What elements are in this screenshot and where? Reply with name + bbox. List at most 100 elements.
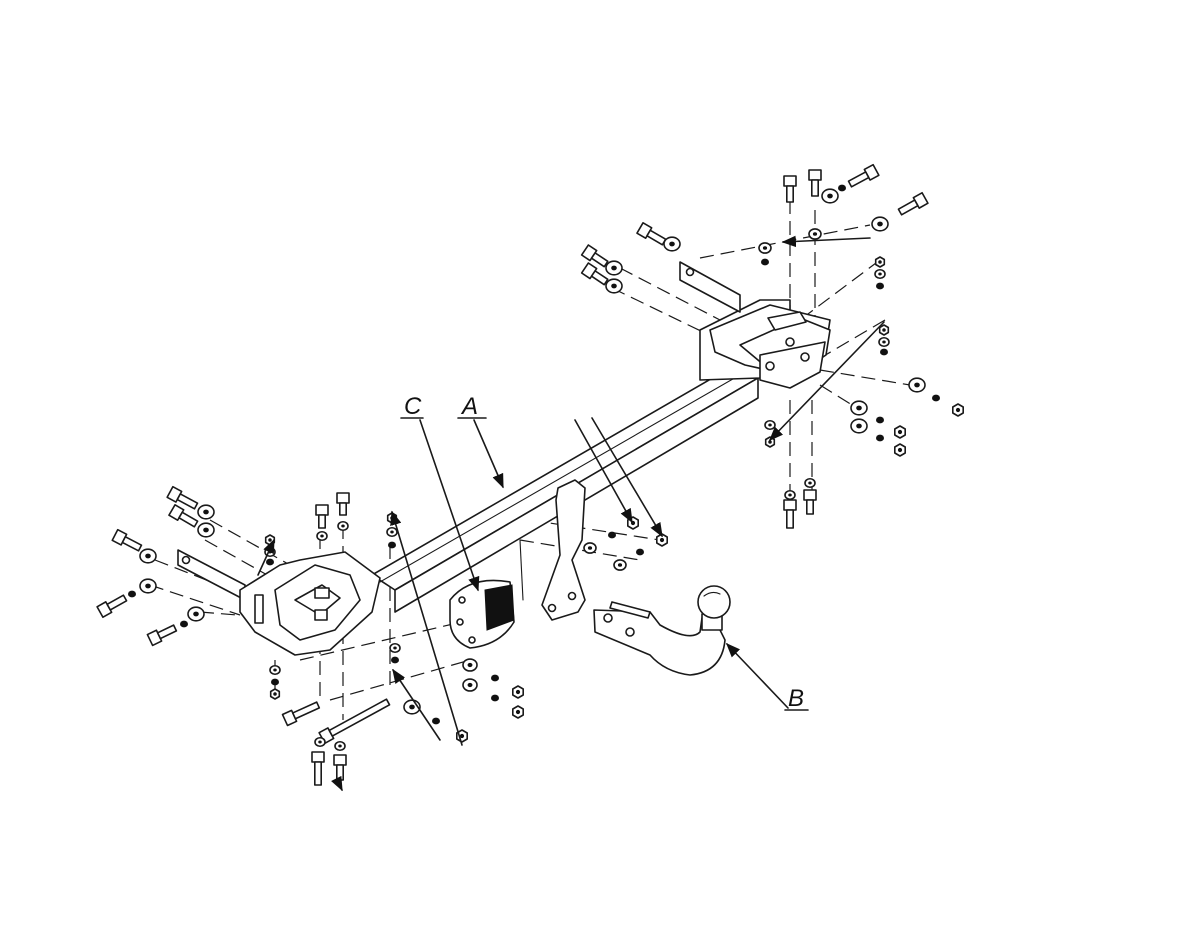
lock-washer: [876, 434, 884, 442]
washer-hole: [341, 524, 345, 528]
washer-hole: [203, 509, 209, 515]
bolt-head: [783, 175, 797, 187]
bolt-head: [336, 492, 350, 504]
callout-c-label: C: [404, 393, 422, 420]
bolt-shank: [176, 493, 199, 510]
bolt-shank: [590, 270, 609, 286]
nut-hole: [882, 328, 886, 332]
lock-washer: [491, 674, 499, 682]
bolt-shank: [590, 252, 609, 268]
nut-hole: [897, 447, 903, 453]
bolt-shank: [317, 514, 327, 529]
nut-hole: [659, 537, 665, 543]
washer-hole: [762, 246, 768, 250]
lock-washer: [876, 416, 884, 424]
washer-hole: [878, 272, 882, 276]
assembly-guide-lines: [149, 200, 911, 720]
drop-plate: [519, 479, 586, 621]
bolt-head: [580, 244, 598, 262]
washer-hole: [788, 493, 792, 497]
right-mounting-bracket: [679, 261, 831, 389]
nut-hole: [955, 407, 961, 413]
washer-hole: [669, 241, 675, 247]
bolt-shank: [785, 509, 795, 529]
washer-hole: [812, 232, 818, 236]
bolt-head: [315, 504, 329, 516]
washer-hole: [914, 382, 920, 388]
lock-washer: [388, 541, 396, 549]
washer-hole: [587, 546, 593, 550]
washer-hole: [617, 563, 623, 567]
bolt-shank: [106, 594, 128, 611]
bolt-shank: [328, 698, 391, 737]
bolt-head: [803, 489, 817, 501]
washer-hole: [467, 682, 473, 688]
lock-washer: [180, 620, 188, 628]
bolt-shank: [805, 499, 815, 515]
washer-hole: [145, 553, 151, 559]
washer-hole: [882, 340, 886, 344]
bolt-head: [783, 499, 797, 511]
bolt-shank: [335, 764, 345, 781]
bolt-shank: [338, 502, 348, 516]
bolt-shank: [897, 199, 919, 216]
nut-hole: [878, 260, 882, 264]
lock-washer: [636, 548, 644, 556]
left-mounting-bracket: [177, 549, 381, 656]
bolt-head: [912, 191, 929, 209]
washer-hole: [467, 662, 473, 668]
fasteners: [96, 163, 965, 786]
washer-hole: [338, 744, 342, 748]
lock-washer: [432, 717, 440, 725]
bolt-head: [580, 262, 598, 280]
washer-hole: [393, 646, 397, 650]
nut-hole: [459, 733, 465, 739]
washer-hole: [877, 221, 883, 227]
lock-washer: [128, 590, 136, 598]
callout-leaders: [257, 235, 885, 792]
bolt-head: [808, 169, 822, 181]
washer-hole: [808, 481, 812, 485]
callout-a-label: A: [460, 393, 478, 420]
washer-hole: [390, 530, 394, 534]
nut-hole: [273, 692, 277, 696]
callout-b-label: B: [788, 685, 804, 712]
bolt-shank: [291, 701, 321, 720]
washer-hole: [320, 534, 324, 538]
lock-washer: [876, 282, 884, 290]
washer-hole: [318, 740, 322, 744]
callout-labels: A B C: [404, 393, 804, 712]
bolt-shank: [313, 761, 323, 786]
nut-hole: [768, 440, 772, 444]
lock-washer: [266, 558, 274, 566]
nut-hole: [515, 689, 521, 695]
bolt-shank: [646, 229, 667, 246]
washer-hole: [856, 423, 862, 429]
bolt-head: [863, 163, 880, 181]
bolt-head: [333, 754, 347, 766]
washer-hole: [203, 527, 209, 533]
bolt-head: [166, 485, 183, 503]
washer-hole: [856, 405, 862, 411]
tow-ball-assembly: [593, 585, 731, 676]
washer-hole: [193, 611, 199, 617]
socket-plate: [449, 579, 515, 649]
bolt-shank: [156, 624, 178, 640]
lock-washer: [491, 694, 499, 702]
bolt-shank: [810, 179, 820, 197]
bolt-head: [636, 222, 653, 240]
nut-hole: [268, 538, 272, 542]
nut-hole: [515, 709, 521, 715]
bolt-shank: [178, 511, 199, 528]
bolt-head: [168, 504, 185, 522]
washer-hole: [273, 668, 277, 672]
bolt-shank: [785, 185, 795, 203]
lock-washer: [608, 531, 616, 539]
washer-hole: [145, 583, 151, 589]
bolt-shank: [121, 535, 143, 552]
lock-washer: [761, 258, 769, 266]
bolt-head: [311, 751, 325, 763]
nut-hole: [897, 429, 903, 435]
lock-washer: [838, 184, 846, 192]
